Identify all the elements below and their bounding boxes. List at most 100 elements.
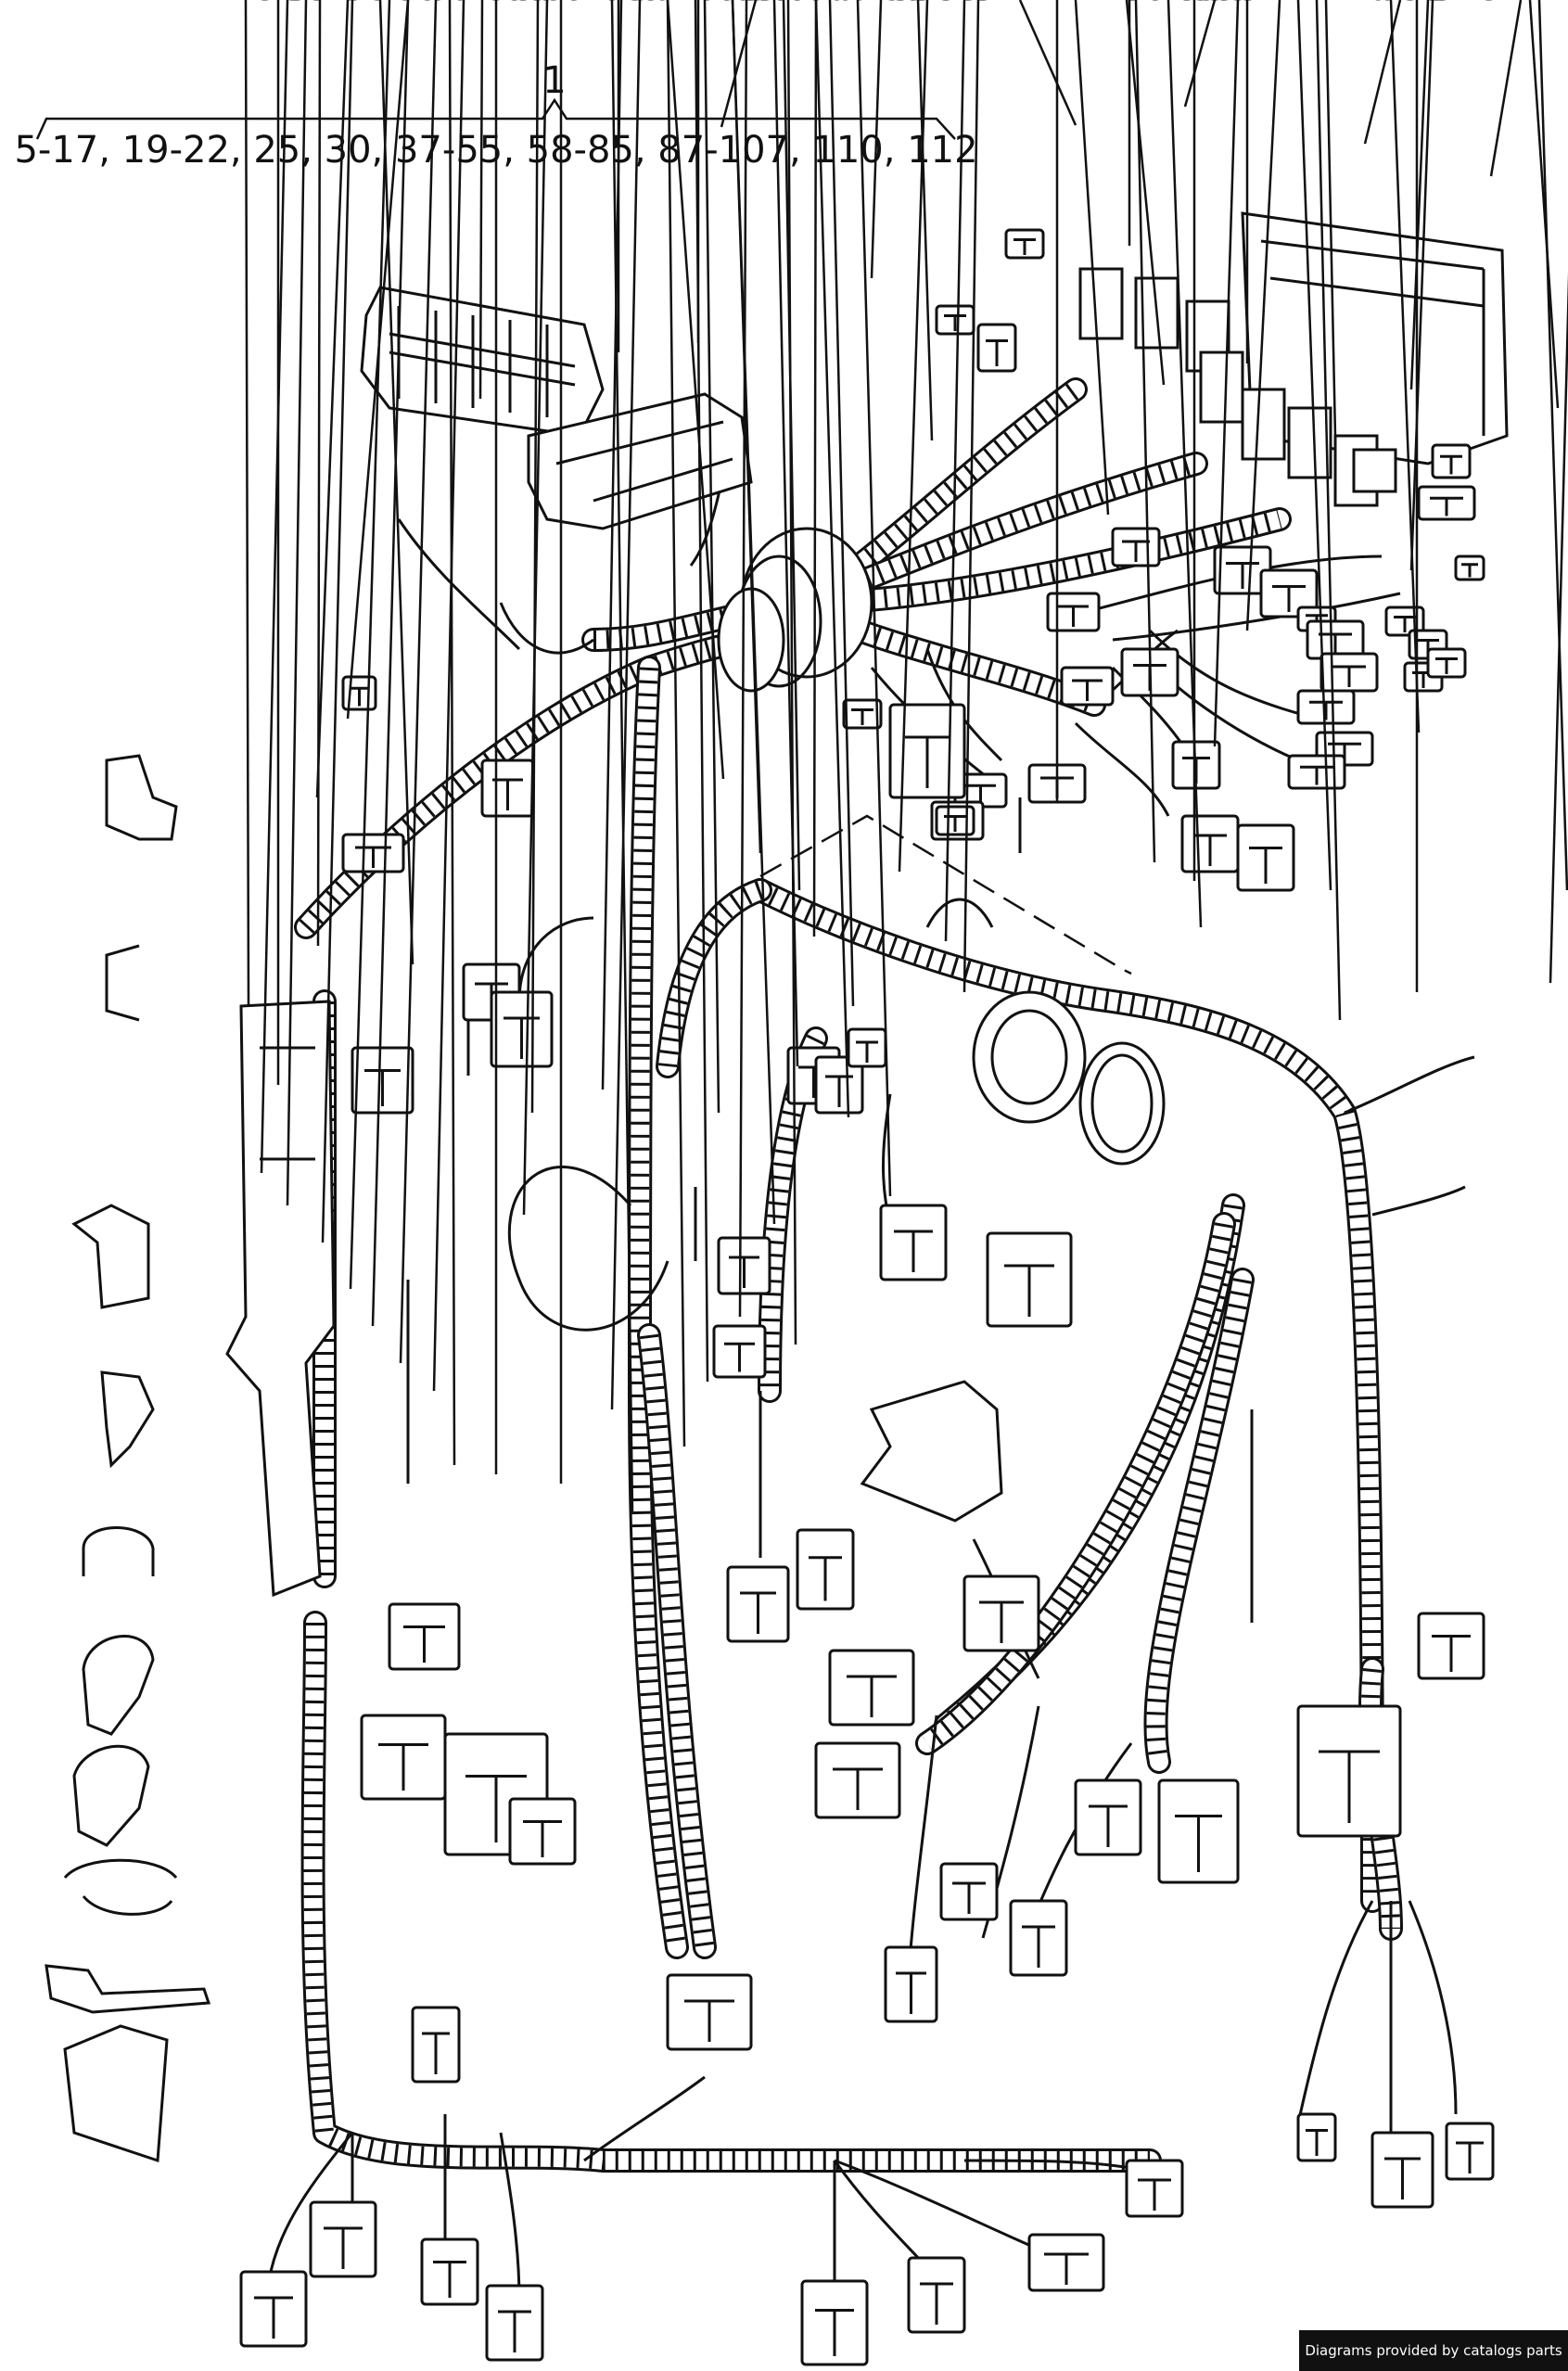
harness-trunk-stripes <box>756 882 1382 1902</box>
callout-106a: 106 <box>1539 0 1568 984</box>
harness-trunk-stripes <box>640 1333 714 1949</box>
wire <box>834 2159 1049 2255</box>
callout-label: 82 <box>343 0 388 8</box>
callout-67: 67 <box>306 0 351 798</box>
relay-blocks <box>1078 267 1397 507</box>
connector-12 <box>527 392 753 530</box>
connector <box>309 2200 377 2278</box>
callout-60: 60 <box>617 0 673 352</box>
connector <box>884 1945 938 2023</box>
bracket-18 <box>71 1204 150 1309</box>
harness-trunk-fill <box>303 1613 1159 2170</box>
wire <box>1371 1185 1466 1217</box>
connector <box>360 1714 447 1801</box>
connector <box>1319 652 1379 693</box>
connector <box>1009 1899 1068 1977</box>
callout-32: 32 <box>1238 0 1282 631</box>
connector <box>411 2006 461 2084</box>
callout-label: 88 <box>394 0 439 8</box>
callout-14: 14 <box>244 0 304 1007</box>
callout-label: 16 <box>867 0 911 8</box>
callout-label: 110 <box>862 0 930 8</box>
wire <box>508 1166 669 1332</box>
connector <box>420 2237 479 2306</box>
callout-label: 17 <box>811 0 856 8</box>
callout-88: 88 <box>394 0 439 1364</box>
callout-label: 107 <box>1354 0 1421 8</box>
callout-82: 82 <box>343 0 391 1290</box>
harness-trunk-stripes <box>922 1222 1233 1752</box>
connector <box>1431 443 1472 479</box>
callout-label: 27 <box>1354 0 1398 8</box>
connector <box>814 1741 901 1819</box>
connector <box>1027 2233 1105 2292</box>
callout-label: 45 <box>719 0 763 8</box>
callout-label: 39 <box>1400 0 1445 8</box>
callout-label: 49 <box>515 0 559 8</box>
callout-66: 66 <box>812 0 870 937</box>
callout-76: 76 <box>772 0 856 1067</box>
callout-label: 51 <box>1433 0 1477 8</box>
callout-5: 5 <box>276 0 310 1085</box>
clip-29 <box>105 944 140 1022</box>
wire <box>499 2132 521 2301</box>
callout-57: 57 <box>1415 0 1472 992</box>
connector <box>939 1862 999 1921</box>
callout-51: 51 <box>1389 0 1477 733</box>
callout-label: 66 <box>825 0 870 8</box>
callout-label: 48 <box>733 0 777 8</box>
callout-label: 40 <box>1400 0 1445 8</box>
callout-label: 84 <box>881 0 925 8</box>
callout-label: 14 <box>260 0 304 8</box>
callout-55a: 55 <box>937 0 981 942</box>
callout-label: 25 <box>491 0 536 8</box>
callout-27: 27 <box>1354 0 1402 145</box>
harness-trunk-stripes <box>806 510 1282 612</box>
diagram-credit-footer: Diagrams provided by catalogs parts <box>1299 2330 1568 2371</box>
callout-label: 72 <box>427 0 471 8</box>
callout-label: 69 <box>695 0 740 8</box>
connector <box>935 304 975 336</box>
clip-4 <box>63 1858 178 1916</box>
connector <box>879 1204 948 1281</box>
wire <box>963 2159 1141 2172</box>
connector <box>1236 823 1295 892</box>
harness-trunk-stripes <box>631 667 686 1949</box>
connector <box>1074 1778 1142 1856</box>
callout-label: 112 <box>1141 0 1208 8</box>
callout-label: 60 <box>629 0 673 8</box>
callout-39b: 39 <box>1528 0 1560 409</box>
connector <box>1125 2159 1184 2218</box>
callout-label: 73 <box>464 0 508 8</box>
connector <box>796 1528 855 1611</box>
connector <box>828 1649 915 1727</box>
callout-31: 31 <box>1479 0 1523 177</box>
connector <box>508 1797 577 1866</box>
callout-20: 20 <box>315 0 360 1243</box>
connector <box>717 1236 771 1295</box>
cap-34 <box>72 1744 150 1847</box>
callout-112: 112 <box>1128 0 1208 246</box>
callout-42: 42 <box>601 0 658 1090</box>
callout-label: 42 <box>614 0 658 8</box>
connector <box>1180 814 1240 873</box>
wire <box>397 518 521 651</box>
callout-label: 55 <box>937 0 981 8</box>
connector <box>726 1565 790 1643</box>
connector <box>1046 592 1101 632</box>
callout-9: 9 <box>610 0 664 1512</box>
round-connector-58 <box>972 990 1166 1166</box>
connector <box>480 758 535 818</box>
connector <box>907 2256 966 2334</box>
connector <box>1454 555 1485 581</box>
callout-label: 9 <box>642 0 664 8</box>
callout-80: 80 <box>427 0 471 1392</box>
connector <box>814 1055 864 1115</box>
callout-label: 37 <box>255 0 300 8</box>
dashed-outline <box>759 814 1132 975</box>
connector <box>888 703 966 799</box>
connectors <box>239 228 1495 2366</box>
wire <box>267 2132 354 2282</box>
connector <box>976 323 1017 373</box>
